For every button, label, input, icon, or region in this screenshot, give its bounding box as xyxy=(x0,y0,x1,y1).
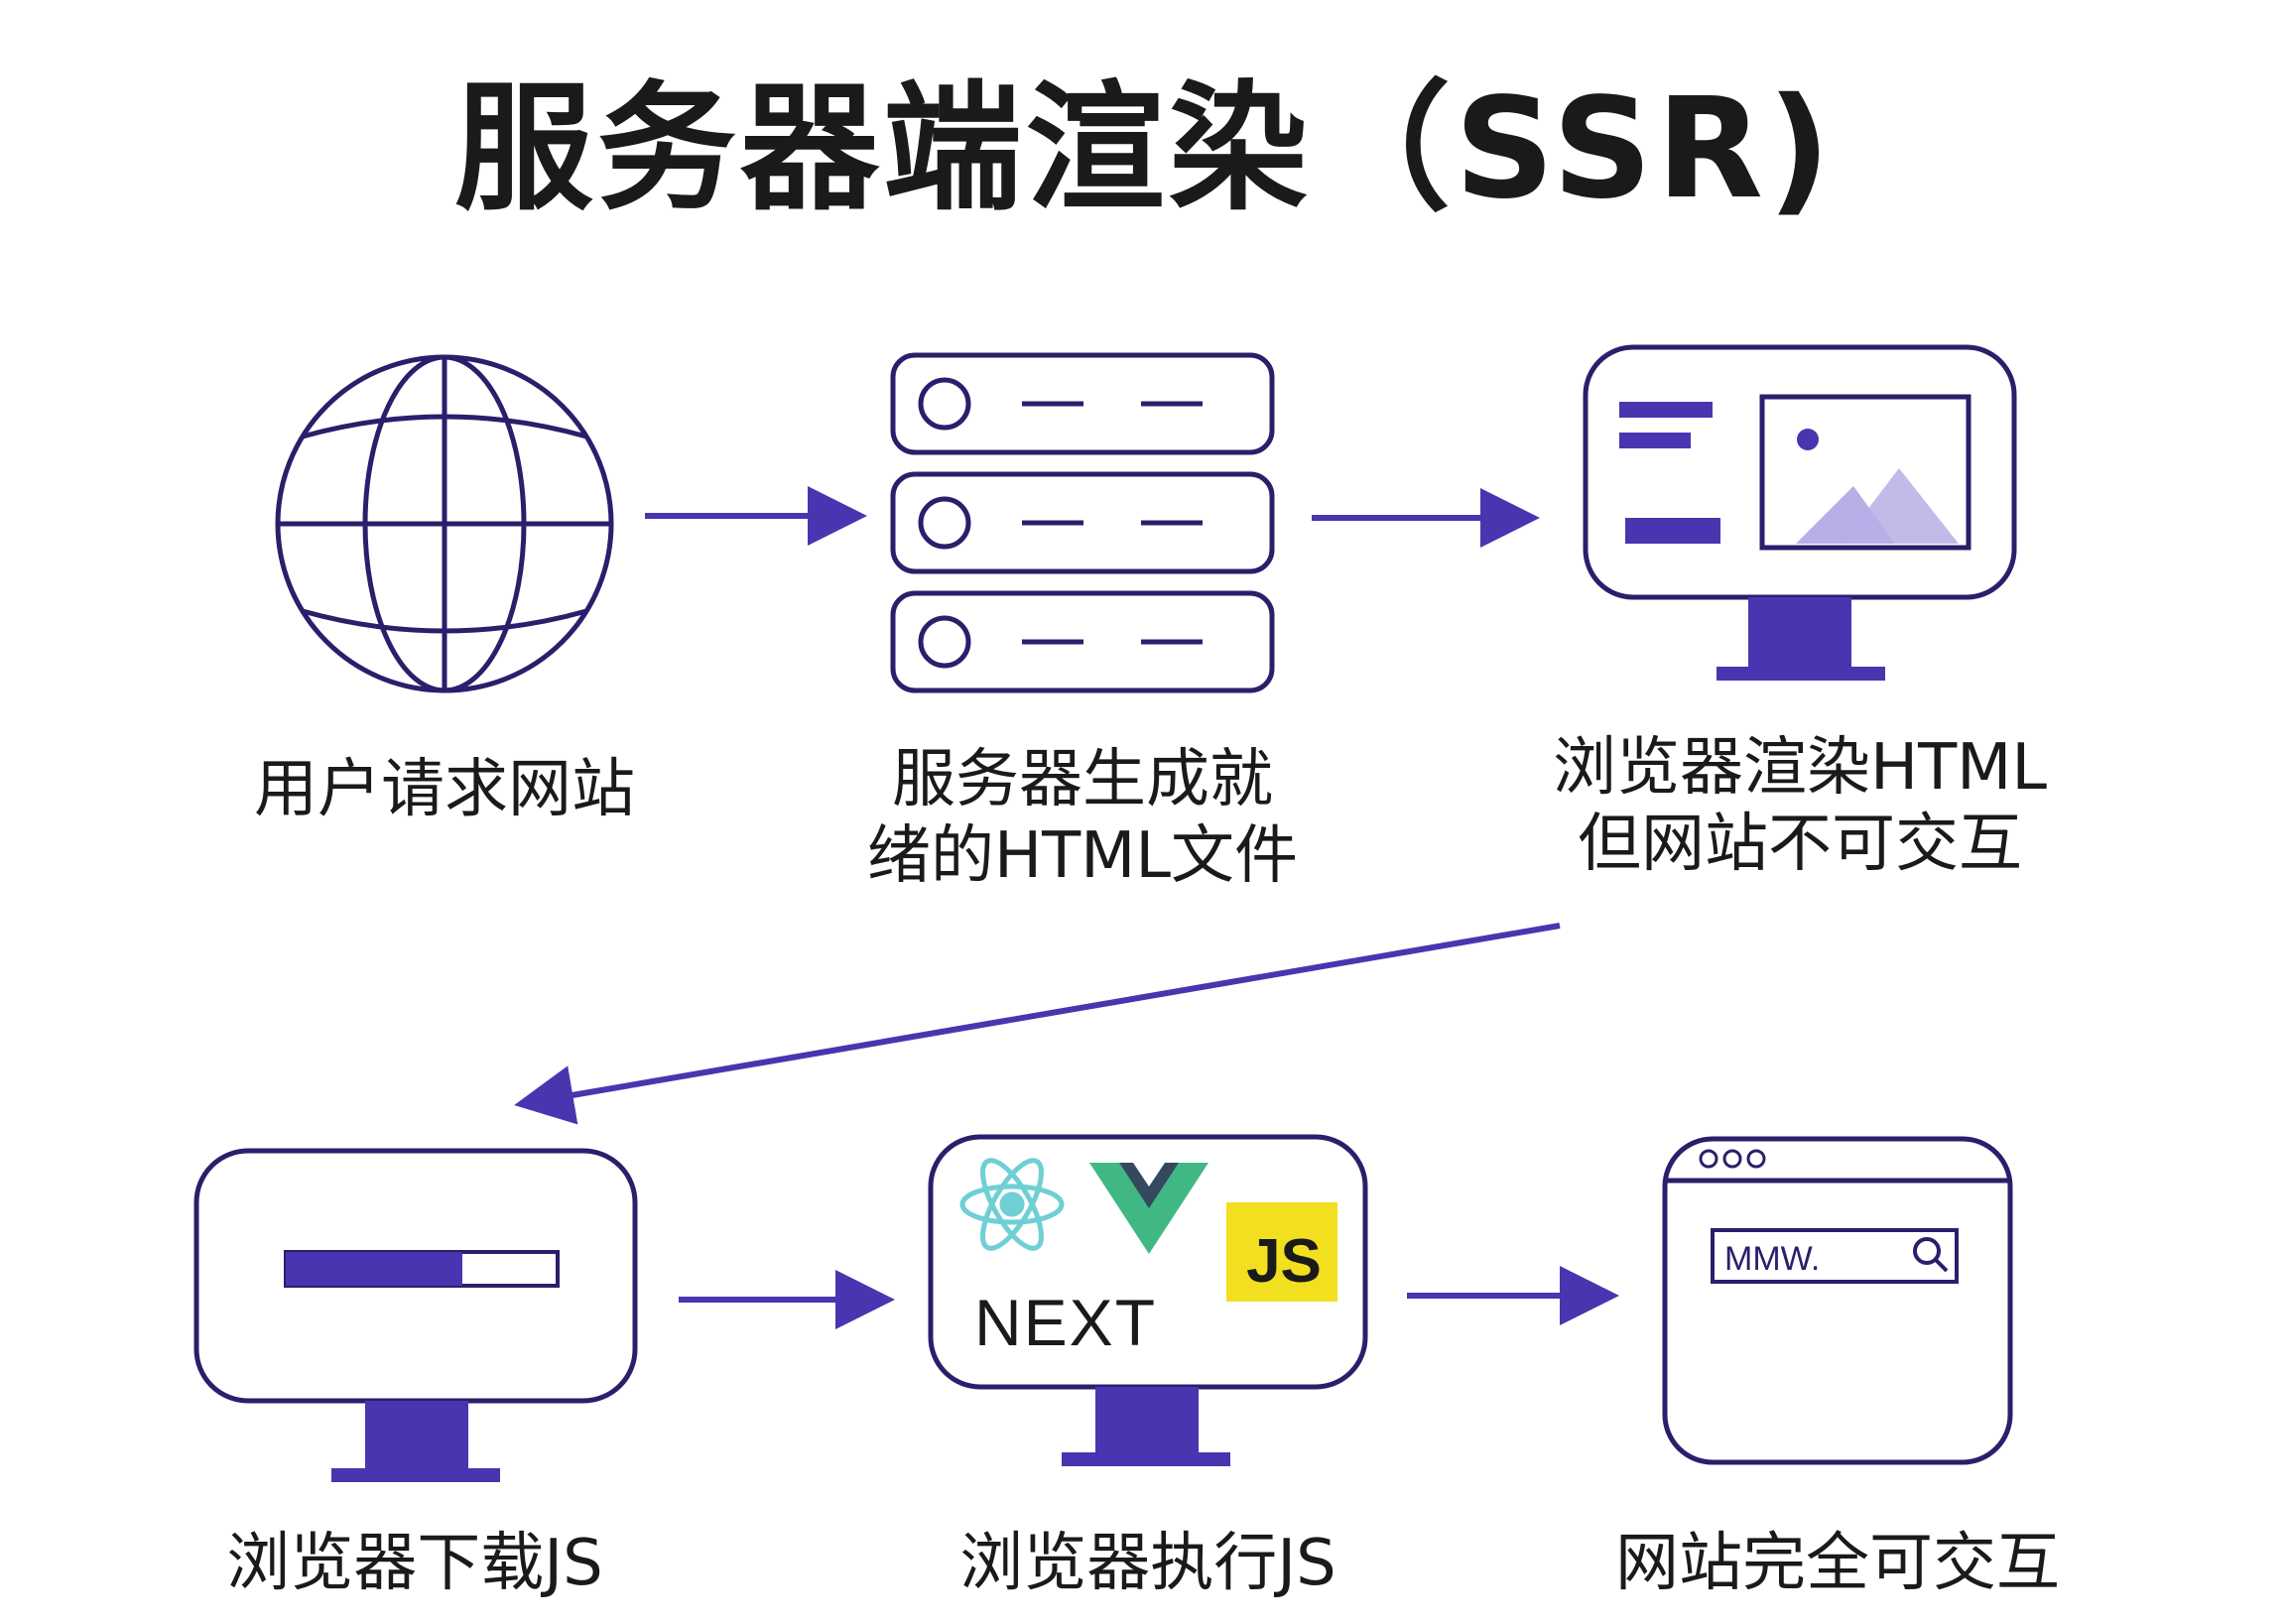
step-caption-1: 用户请求网站 xyxy=(254,753,635,826)
arrow-3 xyxy=(514,923,1561,1125)
react-logo-icon xyxy=(959,1158,1065,1251)
next-logo-icon: NEXT xyxy=(974,1286,1157,1359)
url-bar xyxy=(1711,1228,1959,1284)
next-logo-text: NEXT xyxy=(974,1286,1157,1359)
monitor-page-icon xyxy=(1583,344,2017,681)
browser-window-icon: MMW. xyxy=(1662,1136,2013,1465)
server-rack-icon xyxy=(890,352,1275,693)
step-caption-3: 浏览器渲染HTML 但网站不可交互 xyxy=(1552,731,2048,881)
step-caption-4: 浏览器下载JS xyxy=(226,1527,603,1600)
js-logo-icon: JS xyxy=(1226,1202,1337,1302)
step-caption-2: 服务器生成就 绪的HTML文件 xyxy=(866,743,1299,893)
progress-bar-fill xyxy=(286,1252,462,1286)
url-text: MMW. xyxy=(1724,1240,1820,1278)
step-caption-6: 网站完全可交互 xyxy=(1615,1527,2060,1600)
step-caption-5: 浏览器执行JS xyxy=(959,1527,1336,1600)
page-title: 服务器端渲染（SSR) xyxy=(453,68,1836,230)
globe-icon xyxy=(275,354,614,693)
js-logo-text: JS xyxy=(1246,1227,1322,1296)
monitor-progress-icon xyxy=(193,1148,638,1482)
monitor-frameworks-icon: JS NEXT xyxy=(928,1134,1368,1466)
vue-logo-icon xyxy=(1089,1163,1208,1254)
search-icon xyxy=(1913,1237,1949,1273)
